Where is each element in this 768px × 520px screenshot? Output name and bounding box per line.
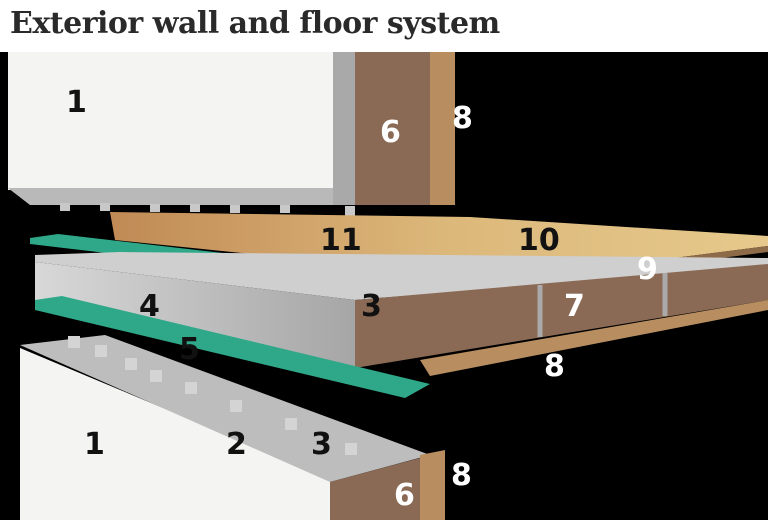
label-slab: 4 — [139, 289, 160, 324]
label-flooring: 10 — [518, 223, 560, 258]
lower-siding — [420, 450, 445, 520]
label-floor-edge: 9 — [637, 252, 658, 287]
label-lower-insulation: 6 — [394, 478, 415, 513]
label-upper-wall-panel: 1 — [66, 85, 87, 120]
title-band: Exterior wall and floor system — [0, 0, 768, 52]
label-rim-insulation: 7 — [564, 289, 585, 324]
concrete-slab — [35, 262, 355, 368]
label-subfloor: 11 — [320, 223, 362, 258]
wood-flooring — [110, 212, 768, 286]
label-lower-connector: 3 — [311, 427, 332, 462]
lower-wall-ledge — [20, 335, 430, 482]
lower-wall-panel — [20, 348, 330, 520]
upper-wall-side — [333, 52, 355, 205]
rim-siding — [420, 300, 768, 376]
label-slab-connector: 3 — [361, 289, 382, 324]
upper-insulation — [355, 52, 430, 205]
upper-siding — [430, 52, 455, 205]
lower-insulation — [330, 458, 420, 520]
slab-top — [35, 252, 768, 300]
label-lower-siding: 8 — [451, 458, 472, 493]
label-upper-siding: 8 — [452, 101, 473, 136]
label-lower-gasket: 5 — [179, 332, 200, 367]
upper-wall-studs — [60, 203, 355, 216]
label-rim-siding: 8 — [544, 349, 565, 384]
label-lower-wall-ledge: 2 — [226, 427, 247, 462]
label-upper-insulation: 6 — [380, 115, 401, 150]
rim-joints — [537, 273, 668, 337]
upper-wall-bottom-edge — [8, 188, 355, 205]
upper-wall — [8, 52, 455, 216]
upper-wall-panel — [8, 52, 333, 190]
diagram-title: Exterior wall and floor system — [10, 6, 500, 41]
lower-gasket — [35, 296, 430, 398]
lower-wall-studs — [68, 336, 357, 455]
label-lower-wall-panel: 1 — [84, 427, 105, 462]
lower-wall — [20, 335, 445, 520]
assembly-illustration: 1 6 8 11 10 9 3 4 7 5 8 1 2 3 8 6 — [8, 52, 768, 520]
